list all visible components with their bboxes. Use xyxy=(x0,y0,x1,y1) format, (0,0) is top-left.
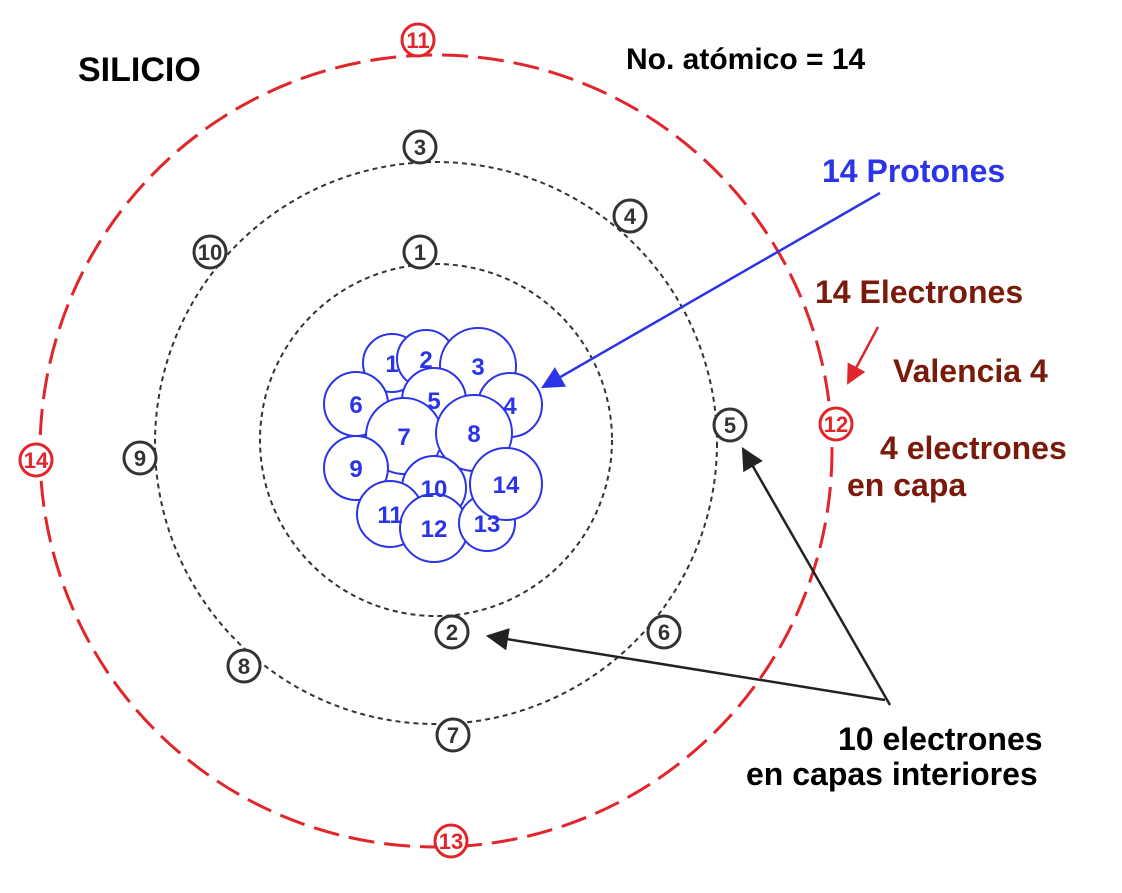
outer-shell-electron-13: 13 xyxy=(433,823,469,859)
middle-shell-electron-6: 6 xyxy=(646,614,682,650)
proton-label-5: 5 xyxy=(427,388,440,415)
outer-shell-electron-label-13: 13 xyxy=(439,829,463,854)
outer-shell-label-line1: 4 electrones xyxy=(880,430,1067,466)
outer-shell-electron-12: 12 xyxy=(818,406,854,442)
middle-shell-electron-label-5: 5 xyxy=(724,413,736,438)
middle-shell-electron-5: 5 xyxy=(712,407,748,443)
middle-shell-electron-3: 3 xyxy=(402,129,438,165)
inner-shells-label-line2: en capas interiores xyxy=(746,756,1038,792)
proton-label-7: 7 xyxy=(397,424,410,451)
middle-shell-electron-9: 9 xyxy=(122,440,158,476)
proton-label-3: 3 xyxy=(471,354,484,381)
proton-label-13: 13 xyxy=(474,511,501,538)
inner-shells-label-line1: 10 electrones xyxy=(838,721,1043,757)
outer-shell-electron-11: 11 xyxy=(400,22,436,58)
proton-label-2: 2 xyxy=(419,347,432,374)
middle-shell-electron-label-10: 10 xyxy=(198,240,222,265)
outer-shell-electron-14: 14 xyxy=(18,442,54,478)
proton-label-12: 12 xyxy=(421,516,448,543)
inner-shell-electron-2: 2 xyxy=(434,614,470,650)
electrons-arrow xyxy=(846,326,880,385)
proton-label-8: 8 xyxy=(467,421,480,448)
inner-electrons-arrow-a xyxy=(741,447,892,706)
electrons-label: 14 Electrones xyxy=(815,274,1023,310)
proton-14 xyxy=(469,447,543,521)
middle-shell-electron-7: 7 xyxy=(435,717,471,753)
proton-label-10: 10 xyxy=(421,476,448,503)
inner-shell-electron-label-2: 2 xyxy=(446,620,458,645)
proton-label-9: 9 xyxy=(349,456,362,483)
middle-shell-electron-label-9: 9 xyxy=(134,446,146,471)
inner-shell-ring xyxy=(259,263,613,617)
middle-shell-electron-4: 4 xyxy=(612,198,648,234)
protons-label: 14 Protones xyxy=(822,153,1005,189)
proton-label-1: 1 xyxy=(385,351,398,378)
middle-shell-electron-label-4: 4 xyxy=(624,204,637,229)
atomic-number-label: No. atómico = 14 xyxy=(626,43,866,76)
proton-label-11: 11 xyxy=(377,502,402,529)
proton-label-6: 6 xyxy=(349,392,362,419)
outer-shell-electron-label-14: 14 xyxy=(24,448,49,473)
valence-label: Valencia 4 xyxy=(893,353,1048,389)
outer-shell-label-line2: en capa xyxy=(847,467,966,503)
middle-shell-ring xyxy=(154,161,718,725)
inner-electrons-arrow-b xyxy=(485,628,886,702)
middle-shell-electron-label-3: 3 xyxy=(414,135,426,160)
outer-shell-electron-label-12: 12 xyxy=(824,412,848,437)
element-title: SILICIO xyxy=(78,51,201,89)
middle-shell-electron-10: 10 xyxy=(192,234,228,270)
middle-shell-electron-8: 8 xyxy=(226,648,262,684)
proton-9 xyxy=(323,435,389,501)
middle-shell-electron-label-6: 6 xyxy=(658,620,670,645)
inner-shell-electron-1: 1 xyxy=(402,234,438,270)
outer-shell-electron-label-11: 11 xyxy=(406,28,429,53)
proton-label-4: 4 xyxy=(503,393,517,420)
middle-shell-electron-label-7: 7 xyxy=(447,723,459,748)
middle-shell-electron-label-8: 8 xyxy=(238,654,250,679)
protons-arrow xyxy=(541,191,881,389)
proton-label-14: 14 xyxy=(493,472,520,499)
inner-shell-electron-label-1: 1 xyxy=(414,240,426,265)
